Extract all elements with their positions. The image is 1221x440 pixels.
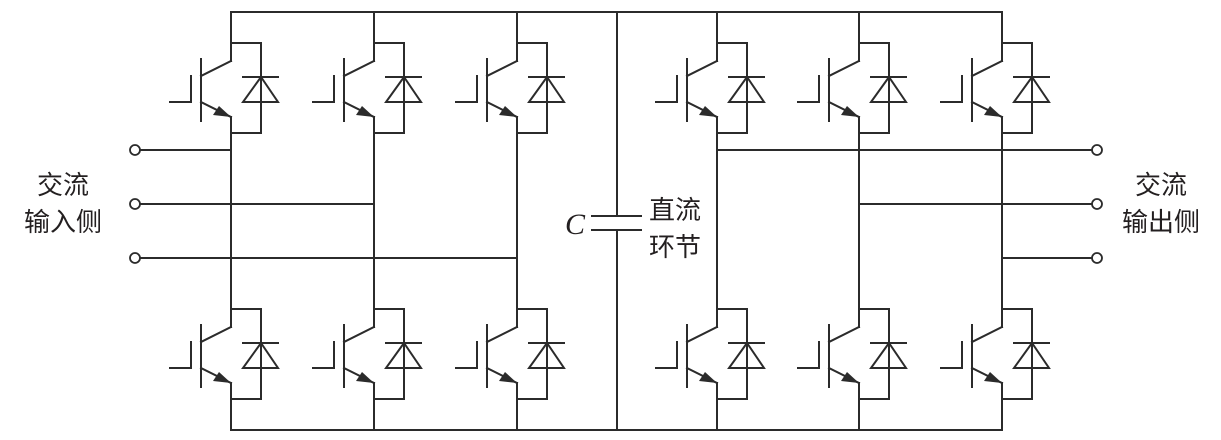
upper-igbt-cell <box>169 42 280 134</box>
collector-diagonal <box>199 59 233 78</box>
upper-igbt-cell <box>312 42 423 134</box>
output-terminal-1-icon <box>1091 144 1103 156</box>
rectifier-leg-2 <box>312 11 423 431</box>
upper-igbt-cell <box>797 42 908 134</box>
input-side-label-line1: 交流 <box>37 171 89 201</box>
diode-triangle-icon <box>384 341 423 369</box>
emitter-arrow-icon <box>699 106 717 117</box>
capacitor-symbol-label: C <box>565 208 586 241</box>
upper-igbt-cell <box>655 42 766 134</box>
inverter-leg-1 <box>655 11 766 431</box>
diode-triangle-icon <box>869 75 908 103</box>
output-terminal-2-icon <box>1091 198 1103 210</box>
diode-triangle-icon <box>527 75 566 103</box>
emitter-arrow-icon <box>213 106 231 117</box>
diode-triangle-icon <box>384 75 423 103</box>
emitter-arrow-icon <box>356 106 374 117</box>
input-terminal-1-icon <box>129 144 141 156</box>
collector-diagonal <box>827 325 861 344</box>
bridge-legs <box>169 11 1051 431</box>
collector-diagonal <box>485 325 519 344</box>
upper-igbt-cell <box>940 42 1051 134</box>
lower-igbt-cell <box>312 308 423 400</box>
side-labels: 交流 输入侧 直流 环节 交流 输出侧 <box>24 171 1200 263</box>
collector-diagonal <box>342 59 376 78</box>
emitter-arrow-icon <box>984 372 1002 383</box>
inverter-leg-2 <box>797 11 908 431</box>
diode-triangle-icon <box>241 341 280 369</box>
rectifier-leg-1 <box>169 11 280 431</box>
emitter-arrow-icon <box>213 372 231 383</box>
emitter-arrow-icon <box>984 106 1002 117</box>
dc-link-capacitor: C <box>565 11 642 431</box>
emitter-arrow-icon <box>356 372 374 383</box>
collector-diagonal <box>685 59 719 78</box>
collector-diagonal <box>342 325 376 344</box>
output-side-label-line1: 交流 <box>1135 171 1187 201</box>
emitter-arrow-icon <box>841 372 859 383</box>
emitter-arrow-icon <box>499 372 517 383</box>
ac-terminals <box>129 144 1103 264</box>
lower-igbt-cell <box>655 308 766 400</box>
collector-diagonal <box>970 325 1004 344</box>
input-terminal-2-icon <box>129 198 141 210</box>
lower-igbt-cell <box>797 308 908 400</box>
diode-triangle-icon <box>727 75 766 103</box>
emitter-arrow-icon <box>841 106 859 117</box>
output-terminal-3-icon <box>1091 252 1103 264</box>
rectifier-leg-3 <box>455 11 566 431</box>
collector-diagonal <box>199 325 233 344</box>
collector-diagonal <box>827 59 861 78</box>
input-terminal-3-icon <box>129 252 141 264</box>
diode-triangle-icon <box>869 341 908 369</box>
lower-igbt-cell <box>455 308 566 400</box>
collector-diagonal <box>970 59 1004 78</box>
upper-igbt-cell <box>455 42 566 134</box>
diode-triangle-icon <box>1012 75 1051 103</box>
dc-link-label-line2: 环节 <box>649 233 701 263</box>
lower-igbt-cell <box>940 308 1051 400</box>
diode-triangle-icon <box>727 341 766 369</box>
emitter-arrow-icon <box>699 372 717 383</box>
collector-diagonal <box>685 325 719 344</box>
diode-triangle-icon <box>527 341 566 369</box>
diode-triangle-icon <box>241 75 280 103</box>
emitter-arrow-icon <box>499 106 517 117</box>
input-side-label-line2: 输入侧 <box>24 208 102 238</box>
dc-link-label-line1: 直流 <box>649 196 701 226</box>
output-side-label-line2: 输出侧 <box>1122 208 1200 238</box>
collector-diagonal <box>485 59 519 78</box>
lower-igbt-cell <box>169 308 280 400</box>
inverter-leg-3 <box>940 11 1051 431</box>
diode-triangle-icon <box>1012 341 1051 369</box>
